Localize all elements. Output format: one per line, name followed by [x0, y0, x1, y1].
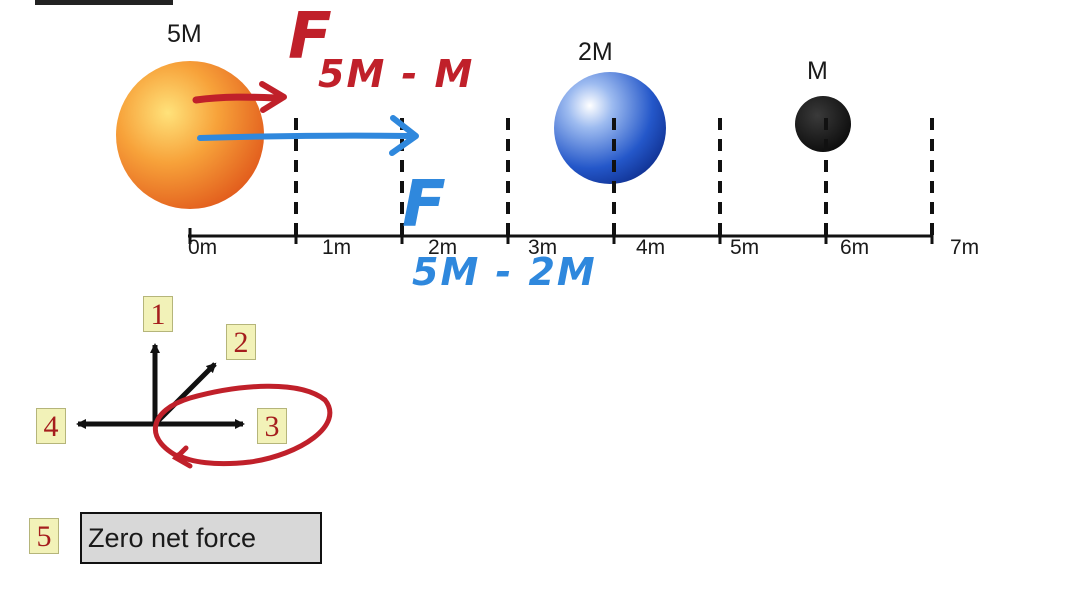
sphere-2M [554, 72, 666, 184]
tick-label: 4m [636, 236, 666, 259]
red-force-subscript: 5M - M [318, 52, 475, 96]
blue-force-arrowhead [389, 115, 419, 156]
tick-label: 3m [528, 236, 558, 259]
tick-label: 6m [840, 236, 870, 259]
mass-label-2M: 2M [578, 38, 613, 66]
axis-ticks [188, 228, 934, 244]
option-2-box[interactable]: 2 [226, 324, 256, 360]
option-1-box[interactable]: 1 [143, 296, 173, 332]
blue-force-subscript: 5M - 2M [412, 250, 597, 294]
option-4-box[interactable]: 4 [36, 408, 66, 444]
tick-label: 0m [188, 236, 218, 259]
blue-force-symbol: F [402, 168, 446, 242]
mass-label-M: M [807, 57, 828, 85]
tick-label: 7m [950, 236, 980, 259]
top-edge-bar [35, 0, 173, 5]
mass-label-5M: 5M [167, 20, 202, 48]
blue-force-arrow [197, 132, 413, 141]
tick-label: 5m [730, 236, 760, 259]
answer-circle-tail [171, 445, 193, 469]
tick-label: 1m [322, 236, 352, 259]
zero-net-force-option[interactable]: Zero net force [80, 512, 322, 564]
option-3-box[interactable]: 3 [257, 408, 287, 444]
sphere-M [795, 96, 851, 152]
tick-label: 2m [428, 236, 458, 259]
answer-circle [153, 383, 333, 467]
red-force-arrowhead [259, 81, 287, 113]
red-force-symbol: F [288, 0, 332, 74]
option-5-box[interactable]: 5 [29, 518, 59, 554]
red-force-arrow [192, 93, 282, 104]
